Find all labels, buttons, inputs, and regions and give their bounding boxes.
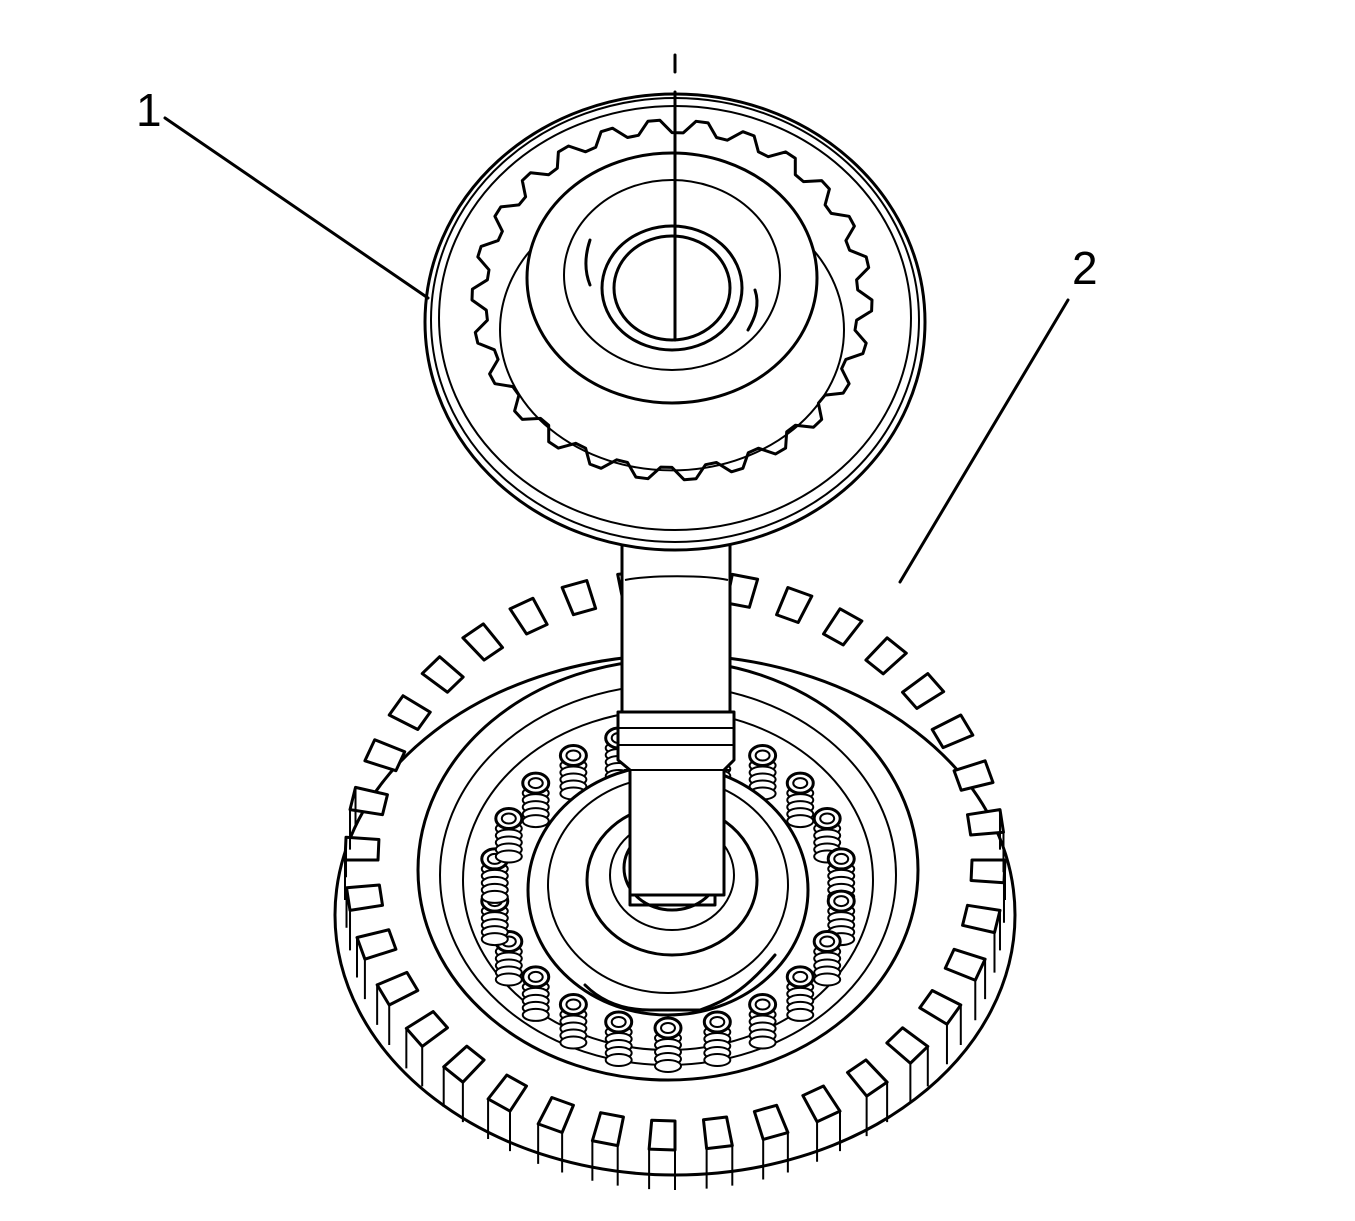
housing-tooth <box>943 947 987 982</box>
input-shaft <box>616 538 736 907</box>
housing-tooth-edge <box>762 1132 789 1180</box>
housing-tooth <box>701 1115 734 1151</box>
housing-tooth-edge <box>356 937 366 1000</box>
callout-2-leader <box>898 298 1070 584</box>
shaft-collar <box>616 710 736 897</box>
housing-tooth <box>420 655 465 694</box>
housing-tooth <box>822 607 864 647</box>
callout-2-label: 2 <box>1072 242 1098 294</box>
shaft-top-taper <box>624 575 729 581</box>
housing-tooth-edge <box>376 984 391 1045</box>
housing-tooth <box>930 713 975 750</box>
housing-tooth-edge <box>487 1099 511 1152</box>
housing-tooth <box>375 970 420 1007</box>
shaft-body <box>620 538 732 742</box>
return-spring <box>494 807 524 864</box>
housing-tooth-edge <box>993 910 1001 973</box>
housing-tooth <box>355 928 398 961</box>
callout-1-leader <box>163 116 430 300</box>
callout-2: 2 <box>898 242 1098 584</box>
housing-tooth-edge <box>705 1145 734 1189</box>
housing-tooth <box>508 596 549 636</box>
housing-tooth-edge <box>349 787 357 850</box>
plate-slot-right <box>746 288 759 332</box>
hub-notch <box>583 953 777 1012</box>
housing-tooth <box>885 1026 930 1065</box>
return-spring <box>653 1016 683 1073</box>
housing-tooth-edge <box>591 1140 619 1186</box>
plate-face-step <box>563 179 781 371</box>
housing-tooth-edge <box>537 1123 564 1173</box>
return-spring <box>604 1010 634 1068</box>
housing-tooth <box>969 858 1007 885</box>
callout-1-label: 1 <box>136 84 162 136</box>
housing-tooth-edge <box>442 1066 464 1123</box>
return-spring <box>785 771 815 829</box>
housing-teeth <box>343 568 1007 1190</box>
shaft-base-step <box>628 893 717 907</box>
housing-tooth <box>345 883 385 912</box>
callout-1: 1 <box>136 84 430 300</box>
housing-tooth <box>590 1111 625 1148</box>
housing-tooth <box>775 585 814 624</box>
housing-tooth <box>461 622 505 662</box>
housing-tooth-edge <box>648 1149 676 1190</box>
housing-tooth-edge <box>816 1111 841 1162</box>
return-spring <box>812 929 842 987</box>
housing-tooth <box>442 1044 486 1084</box>
housing-tooth-edge <box>909 1046 929 1104</box>
housing-tooth <box>752 1103 790 1141</box>
return-spring <box>521 771 551 829</box>
housing-tooth <box>952 759 995 792</box>
housing-tooth <box>901 672 946 710</box>
housing-tooth-edge <box>344 837 348 900</box>
housing-tooth-edge <box>945 1005 962 1065</box>
housing-tooth <box>845 1058 889 1098</box>
return-spring <box>558 993 588 1050</box>
return-spring <box>521 965 551 1022</box>
housing-tooth-edge <box>974 959 987 1021</box>
return-spring <box>702 1010 732 1068</box>
housing-tooth <box>647 1118 677 1152</box>
housing-tooth-edge <box>1002 860 1006 923</box>
return-spring <box>812 807 842 864</box>
housing-tooth-edge <box>405 1028 424 1087</box>
return-spring <box>748 993 778 1050</box>
return-spring <box>785 965 815 1022</box>
plate-slot-left <box>584 238 592 287</box>
housing-tooth <box>961 903 1002 935</box>
housing-tooth <box>965 808 1005 837</box>
housing-tooth <box>404 1010 449 1048</box>
housing-tooth-edge <box>998 809 1005 873</box>
housing-tooth-edge <box>345 887 352 951</box>
housing-tooth <box>363 738 407 773</box>
housing-tooth <box>387 694 432 731</box>
housing-tooth-edge <box>865 1082 889 1137</box>
housing-tooth <box>864 636 908 676</box>
plate-bore <box>612 234 732 342</box>
housing-tooth <box>560 579 598 617</box>
